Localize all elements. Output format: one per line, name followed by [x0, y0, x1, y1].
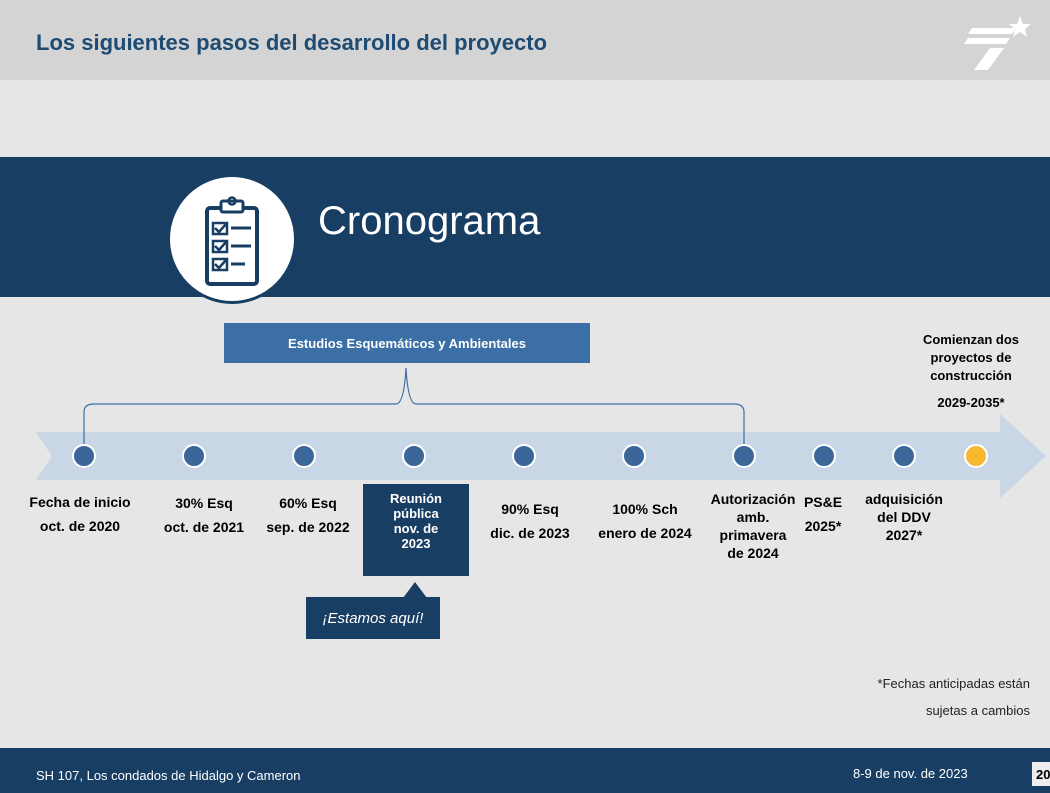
milestone-label: PS&E 2025* [758, 490, 888, 538]
you-are-here-callout: ¡Estamos aquí! [306, 597, 440, 639]
milestone-label-line: Fecha de inicio [29, 494, 131, 510]
milestone-label: 60% Esq sep. de 2022 [243, 491, 373, 539]
milestone-label-line: Autorización [710, 491, 796, 507]
callout-pointer [403, 582, 427, 598]
footer-date: 8-9 de nov. de 2023 [853, 766, 968, 781]
milestone-label: Fecha de inicio oct. de 2020 [15, 490, 145, 538]
milestone-label-line: Reunión [390, 491, 442, 506]
construction-dot [964, 444, 988, 468]
milestone-label: Autorización amb. primavera de 2024 [688, 490, 818, 562]
milestone-label-line: 30% Esq [175, 495, 233, 511]
milestone-label: adquisición del DDV 2027* [839, 490, 969, 544]
txdot-star-logo [964, 16, 1031, 70]
milestone-dot [892, 444, 916, 468]
footer-bar [0, 748, 1050, 793]
banner-title: Cronograma [318, 199, 541, 243]
milestone-dot [622, 444, 646, 468]
phase-label: Estudios Esquemáticos y Ambientales [224, 323, 590, 363]
milestone-dot [512, 444, 536, 468]
slide-title: Los siguientes pasos del desarrollo del … [36, 30, 548, 55]
milestone-label-line: enero de 2024 [598, 525, 692, 541]
milestone-dot [732, 444, 756, 468]
page-number: 20 [1032, 762, 1050, 786]
clipboard-checklist-icon [205, 196, 259, 286]
phase-brace [83, 367, 745, 446]
milestone-dot [812, 444, 836, 468]
footnote-line: sujetas a cambios [925, 703, 1030, 718]
milestone-label-line: 2027* [885, 527, 923, 543]
construction-label: Comienzan dos proyectos de construcción [905, 331, 1037, 385]
milestone-label-line: adquisición [865, 491, 943, 507]
milestone-label-line: amb. [736, 509, 770, 525]
footer-project: SH 107, Los condados de Hidalgo y Camero… [36, 768, 301, 783]
timeline-arrow [36, 414, 1046, 498]
footnote-line: *Fechas anticipadas están [877, 676, 1030, 691]
milestone-label-line: 60% Esq [279, 495, 337, 511]
construction-line: construcción [930, 368, 1012, 383]
milestone-label: 30% Esq oct. de 2021 [139, 491, 269, 539]
milestone-label-line: pública [393, 506, 439, 521]
milestone-label-line: 2023 [401, 536, 431, 551]
milestone-dot [72, 444, 96, 468]
milestone-label-line: PS&E [803, 494, 843, 510]
milestone-dot [292, 444, 316, 468]
header-bar [0, 0, 1050, 80]
construction-years: 2029-2035* [937, 395, 1005, 410]
milestone-label-line: del DDV [877, 509, 931, 525]
clipboard-badge [167, 174, 297, 304]
milestone-label-line: 90% Esq [501, 501, 559, 517]
milestone-label: 90% Esq dic. de 2023 [465, 497, 595, 545]
milestone-dot [402, 444, 426, 468]
footnote: *Fechas anticipadas están sujetas a camb… [878, 670, 1030, 724]
milestone-label-line: primavera [719, 527, 787, 543]
milestone-label-line: de 2024 [727, 545, 779, 561]
milestone-label-line: 2025* [804, 518, 842, 534]
construction-line: proyectos de [930, 350, 1012, 365]
current-milestone-highlight [363, 484, 469, 576]
milestone-label-line: oct. de 2020 [39, 518, 121, 534]
milestone-label-line: nov. de [393, 521, 439, 536]
milestone-label-line: oct. de 2021 [163, 519, 245, 535]
milestone-dot [182, 444, 206, 468]
construction-line: Comienzan dos [922, 332, 1020, 347]
milestone-label-line: sep. de 2022 [266, 519, 350, 535]
milestone-label: 100% Sch enero de 2024 [580, 497, 710, 545]
milestone-label-line: 100% Sch [612, 501, 678, 517]
milestone-label-line: dic. de 2023 [490, 525, 570, 541]
